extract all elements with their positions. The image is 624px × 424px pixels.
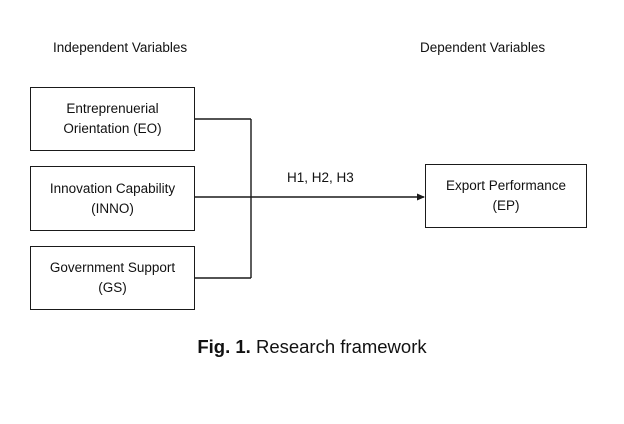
- independent-variables-heading: Independent Variables: [53, 40, 188, 55]
- figure-number: Fig. 1.: [197, 336, 251, 357]
- inno-variable-box: Innovation Capability (INNO): [30, 166, 195, 231]
- ep-variable-box: Export Performance (EP): [425, 164, 587, 228]
- eo-label-line1: Entreprenuerial: [66, 101, 159, 116]
- hypotheses-label: H1, H2, H3: [287, 170, 354, 185]
- figure-title: Research framework: [250, 336, 427, 357]
- dependent-variables-heading: Dependent Variables: [420, 40, 546, 55]
- ep-label-line1: Export Performance: [445, 178, 567, 193]
- gs-label-line2: (GS): [98, 280, 127, 295]
- gs-label-line1: Government Support: [49, 260, 176, 275]
- ep-label-line2: (EP): [492, 198, 520, 213]
- figure-caption: Fig. 1. Research framework: [0, 336, 624, 358]
- inno-label-line1: Innovation Capability: [49, 180, 176, 196]
- eo-label-line2: Orientation (EO): [63, 121, 162, 136]
- inno-label-line2: (INNO): [91, 200, 134, 216]
- eo-variable-box: Entreprenuerial Orientation (EO): [30, 87, 195, 151]
- gs-variable-box: Government Support (GS): [30, 246, 195, 310]
